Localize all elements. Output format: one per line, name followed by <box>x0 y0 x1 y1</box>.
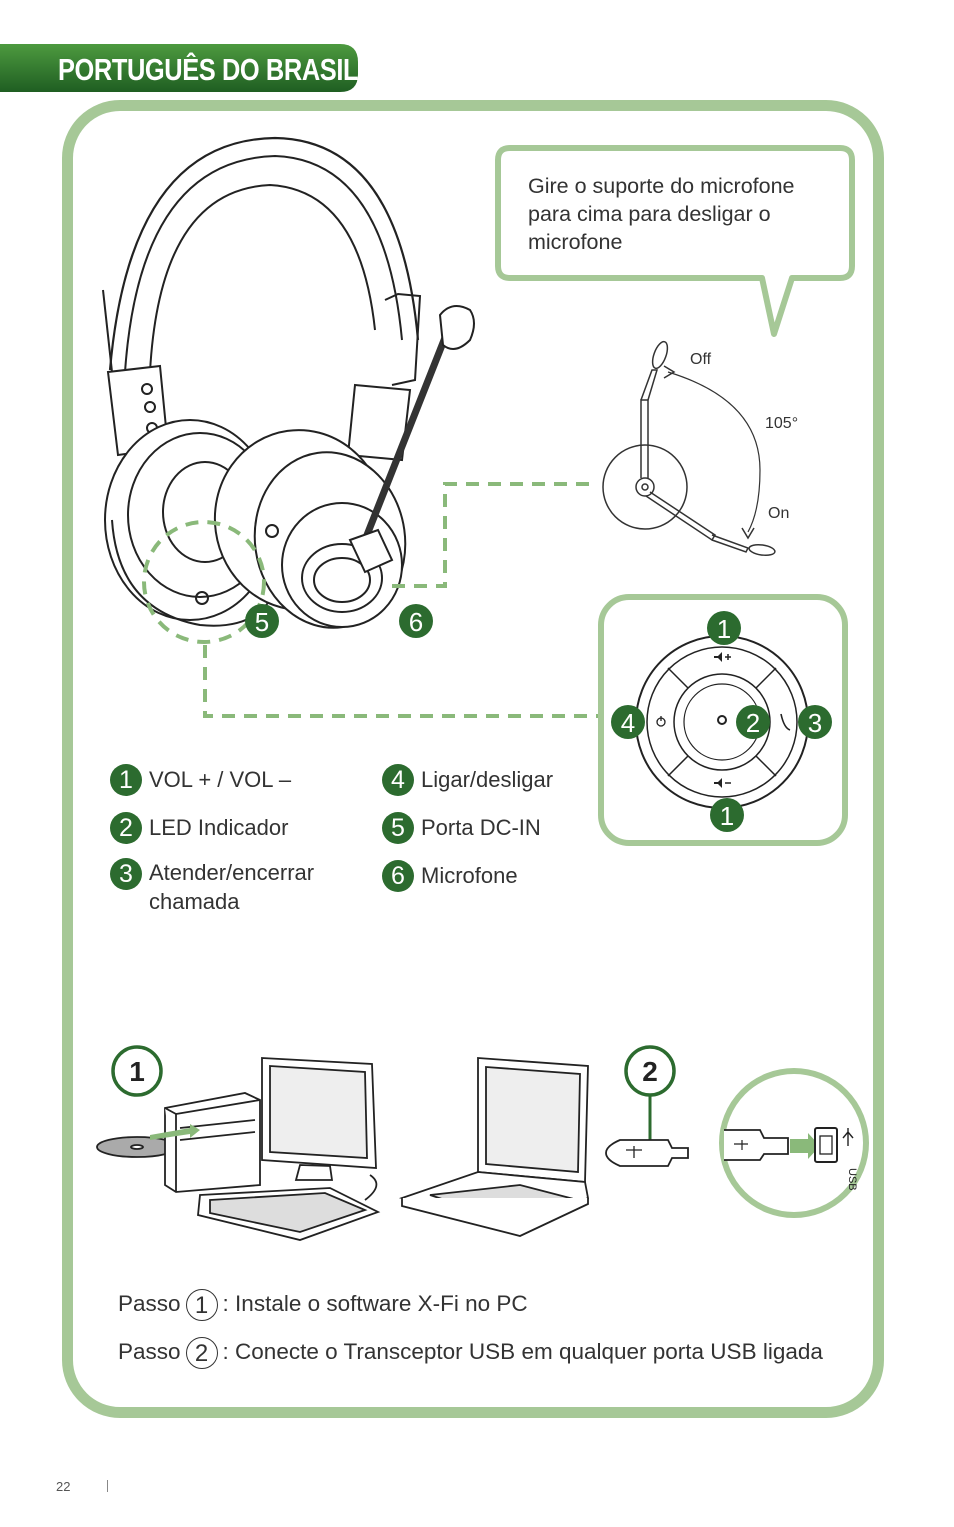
legend-label: LED Indicador <box>149 815 289 840</box>
usb-port-detail <box>719 1068 869 1218</box>
off-label: Off <box>690 351 712 368</box>
legend-item: 6 Microfone <box>382 860 518 892</box>
badge-2-label: 2 <box>746 708 760 738</box>
angle-label: 105° <box>765 415 798 432</box>
badge-4-label: 4 <box>621 708 635 738</box>
legend-item: 3 Atender/encerrar chamada <box>110 858 314 914</box>
legend-label: Microfone <box>421 863 518 888</box>
legend-number: 6 <box>382 860 414 892</box>
step-number: 1 <box>185 1289 218 1321</box>
legend-number: 1 <box>110 764 142 796</box>
badge-5 <box>245 604 279 638</box>
desktop-pc-illustration <box>96 1057 381 1241</box>
badge-3-label: 3 <box>808 708 822 738</box>
footer-divider <box>107 1480 108 1492</box>
mic-instruction-text: Gire o suporte do microfone para cima pa… <box>528 174 795 254</box>
usb-transceiver-illustration <box>605 1139 689 1167</box>
install-step-1-number: 1 <box>129 1056 145 1087</box>
page-title: PORTUGUÊS DO BRASIL <box>58 52 359 87</box>
install-step-2-number: 2 <box>642 1056 658 1087</box>
control-panel <box>598 594 848 846</box>
badge-4 <box>611 705 645 739</box>
usb-label: USB <box>846 1168 858 1191</box>
step-text: : Conecte o Transceptor USB em qualquer … <box>222 1338 823 1364</box>
legend-label: Ligar/desligar <box>421 767 554 792</box>
mic-rotation-diagram <box>602 340 776 557</box>
step-number: 2 <box>185 1337 218 1369</box>
step-text: : Instale o software X-Fi no PC <box>222 1290 528 1316</box>
badge-3 <box>798 705 832 739</box>
legend-number: 4 <box>382 764 414 796</box>
leader-lines <box>142 482 598 718</box>
header-banner <box>0 44 358 92</box>
laptop-illustration <box>398 1057 590 1237</box>
legend-item: 4 Ligar/desligar <box>382 764 553 796</box>
badge-6 <box>399 604 433 638</box>
callout-badges <box>245 604 832 832</box>
page-number: 22 <box>56 1479 71 1494</box>
badge-2 <box>736 705 770 739</box>
badge-1-bottom-label: 1 <box>720 801 734 831</box>
legend-label: Atender/encerrar chamada <box>149 860 315 914</box>
legend-item: 2 LED Indicador <box>110 812 288 844</box>
legend-number: 2 <box>110 812 142 844</box>
legend-item: 1 VOL + / VOL – <box>110 764 291 796</box>
step-markers <box>111 1045 676 1142</box>
badge-1-bottom <box>710 798 744 832</box>
legend-label: VOL + / VOL – <box>149 767 292 792</box>
badge-1-top-label: 1 <box>717 614 731 644</box>
badge-5-label: 5 <box>255 607 269 637</box>
legend-label: Porta DC-IN <box>421 815 541 840</box>
badge-1-top <box>707 611 741 645</box>
step-prefix: Passo <box>118 1338 181 1364</box>
step-prefix: Passo <box>118 1290 181 1316</box>
headset-illustration <box>102 136 475 629</box>
legend-number: 3 <box>110 858 142 890</box>
badge-6-label: 6 <box>409 607 423 637</box>
callout-bubble <box>495 145 855 337</box>
on-label: On <box>768 505 789 522</box>
legend-item: 5 Porta DC-IN <box>382 812 541 844</box>
content-frame <box>62 100 884 1418</box>
legend-number: 5 <box>382 812 414 844</box>
